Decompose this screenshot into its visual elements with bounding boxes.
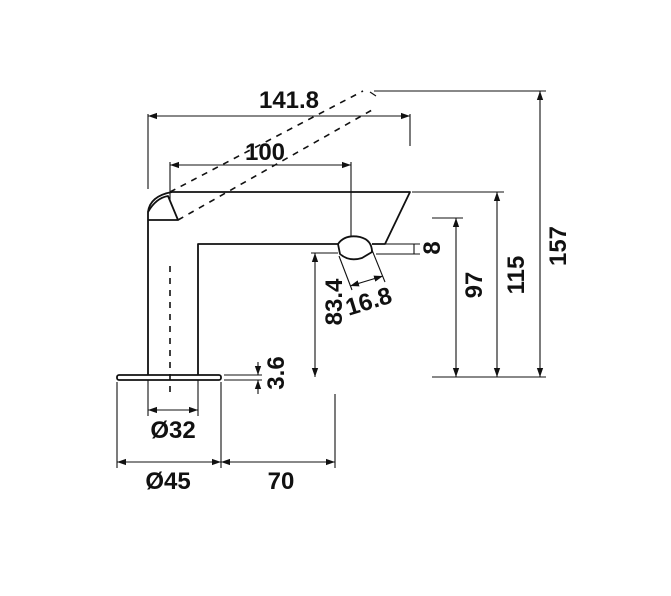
faucet-body <box>116 90 411 395</box>
outlet-aerator <box>337 235 373 261</box>
dimension-label-projection: 70 <box>268 468 295 495</box>
dimension-label-total-height: 157 <box>545 226 572 266</box>
dimension-base-plate-thickness: 3.6 <box>224 356 290 394</box>
dimension-label-spout-top-height: 97 <box>461 272 488 299</box>
faucet-column <box>147 220 338 375</box>
dimension-label-spout-reach: 100 <box>245 139 285 166</box>
dimension-spout-top-height: 97 <box>432 217 488 377</box>
dimension-top-height: 115 <box>412 191 530 377</box>
dimension-outlet-height: 83.4 <box>311 252 348 377</box>
dimension-base-diameter: Ø45 <box>116 382 222 495</box>
dimension-total-height: 157 <box>374 90 572 378</box>
raised-lever-tip <box>369 91 377 97</box>
dimension-label-base-plate-thickness: 3.6 <box>263 356 290 389</box>
dimension-lever-arc: 141.8 <box>147 87 411 189</box>
dimension-label-lever-arc: 141.8 <box>259 87 319 114</box>
dimension-label-top-height: 115 <box>503 256 530 295</box>
dimension-outlet-drop: 8 <box>376 241 446 255</box>
dimension-label-outlet-drop: 8 <box>419 241 446 254</box>
dimension-label-outlet-diameter: 16.8 <box>343 282 396 321</box>
faucet-spout <box>147 191 411 245</box>
raised-lever-upper-dashed <box>169 90 364 193</box>
dimension-label-body-diameter: Ø32 <box>150 417 195 444</box>
dimension-label-outlet-height: 83.4 <box>321 278 348 325</box>
dimension-outlet-diameter: 16.8 <box>338 249 396 322</box>
dimension-label-base-diameter: Ø45 <box>145 468 190 495</box>
lever-handle <box>147 195 179 221</box>
base-plate <box>116 374 222 381</box>
dimension-projection: 70 <box>221 394 336 495</box>
dimension-spout-reach: 100 <box>169 139 352 236</box>
dimension-body-diameter: Ø32 <box>147 380 199 444</box>
